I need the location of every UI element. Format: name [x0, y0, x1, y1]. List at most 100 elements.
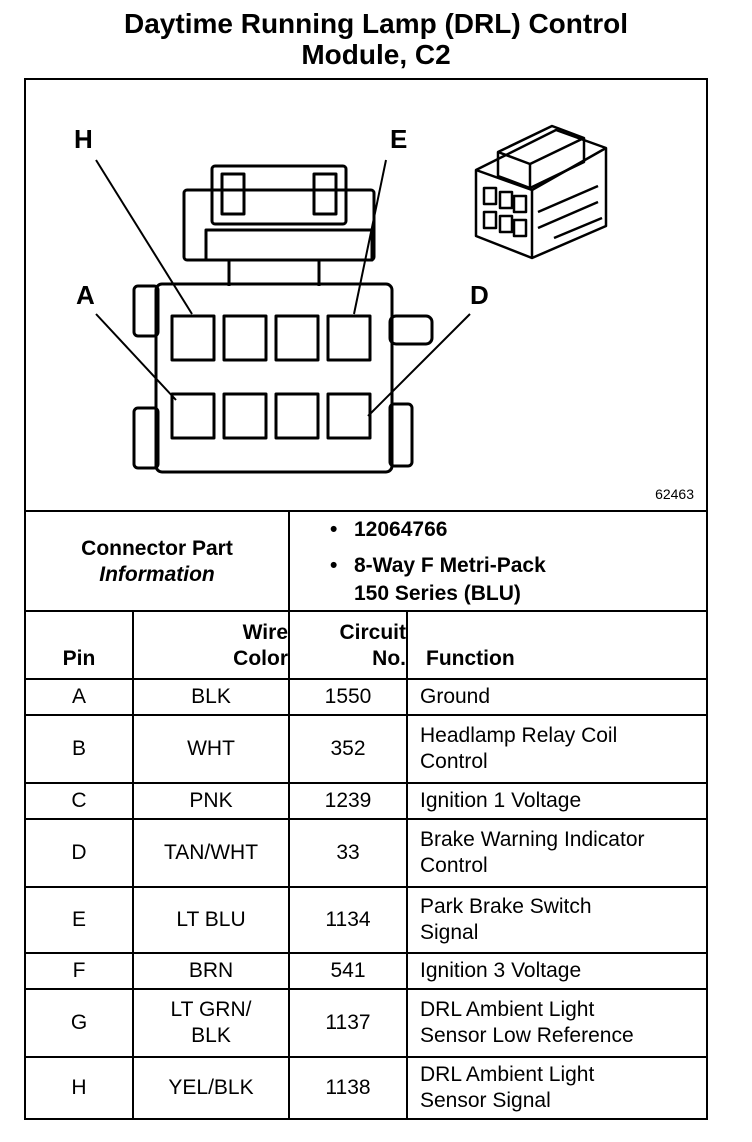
cavity-f: [274, 314, 320, 362]
connector-info-label-line1: Connector Part: [81, 537, 233, 560]
cavity-h: [170, 314, 216, 362]
cavity-e: [326, 314, 372, 362]
table-cell-line: Control: [420, 854, 488, 877]
table-cell-pin: G: [26, 990, 132, 1056]
table-cell-line: WHT: [187, 737, 235, 760]
left-ear-top: [132, 284, 160, 338]
table-cell-circuit: 541: [290, 954, 406, 988]
table-cell-text: C: [71, 788, 86, 814]
pin-label-h: H: [74, 124, 93, 154]
table-cell-text: B: [72, 736, 86, 762]
table-cell-line: A: [71, 685, 86, 708]
title-line-2: Module, C2: [301, 39, 451, 70]
rule-row-f: [24, 988, 708, 990]
header-circuit-line1: Circuit: [339, 621, 406, 644]
header-wire-color-line1: Wire: [242, 621, 288, 644]
table-cell-function: Ignition 1 Voltage: [408, 784, 708, 818]
connector-diagram: H E A D 62463: [24, 78, 708, 510]
table-cell-line: Ignition 1 Voltage: [420, 789, 582, 812]
table-cell-wire: LT GRN/BLK: [134, 990, 288, 1056]
connector-part-number: 12064766: [330, 516, 546, 544]
table-cell-line: 1134: [325, 908, 371, 931]
table-cell-text: 1550: [325, 684, 372, 710]
table-cell-line: YEL/BLK: [168, 1076, 254, 1099]
page-title: Daytime Running Lamp (DRL) Control Modul…: [0, 8, 752, 70]
leader-e: [353, 159, 387, 315]
table-cell-line: BLK: [191, 1024, 231, 1047]
cavity-c: [274, 392, 320, 440]
table-cell-line: Sensor Signal: [420, 1089, 551, 1112]
table-cell-line: Control: [420, 750, 488, 773]
left-ear-bottom: [132, 406, 160, 470]
connector-info-label-line2: Information: [99, 563, 215, 586]
connector-series: 150 Series (BLU): [354, 582, 521, 605]
table-cell-line: B: [71, 737, 86, 760]
table-cell-line: C: [71, 789, 87, 812]
connector-info-label: Connector Part Information: [26, 512, 288, 612]
table-cell-text: F: [73, 958, 86, 984]
table-cell-text: 352: [330, 736, 365, 762]
table-cell-line: LT BLU: [176, 908, 246, 931]
header-circuit-no: Circuit No.: [290, 612, 406, 678]
table-cell-line: Ground: [420, 685, 491, 708]
table-cell-pin: A: [26, 680, 132, 714]
table-cell-pin: D: [26, 820, 132, 886]
table-cell-text: E: [72, 907, 86, 933]
table-cell-text: PNK: [189, 788, 232, 814]
table-cell-text: G: [71, 1010, 87, 1036]
table-cell-line: Brake Warning Indicator: [420, 828, 645, 851]
table-cell-text: Ignition 3 Voltage: [420, 958, 581, 984]
table-cell-text: 1137: [325, 1010, 370, 1036]
rule-row-d: [24, 886, 708, 888]
table-cell-text: BRN: [189, 958, 233, 984]
table-cell-line: G: [70, 1011, 88, 1034]
table-cell-line: 33: [336, 841, 360, 864]
table-cell-text: 1138: [325, 1075, 370, 1101]
table-cell-line: TAN/WHT: [163, 841, 259, 864]
rule-diagram-bottom: [24, 510, 708, 512]
table-cell-line: 1550: [324, 685, 372, 708]
table-cell-line: Signal: [420, 921, 479, 944]
table-cell-text: Ignition 1 Voltage: [420, 788, 581, 814]
rule-row-b: [24, 782, 708, 784]
table-cell-line: DRL Ambient Light: [420, 998, 595, 1021]
table-cell-circuit: 352: [290, 716, 406, 782]
table-cell-line: BLK: [191, 685, 231, 708]
table-cell-text: TAN/WHT: [164, 840, 258, 866]
rule-row-a: [24, 714, 708, 716]
table-cell-text: 541: [330, 958, 365, 984]
rule-col-1: [132, 610, 134, 1120]
table-cell-text: BLK: [191, 684, 231, 710]
pin-label-a: A: [76, 280, 95, 310]
table-cell-wire: BRN: [134, 954, 288, 988]
latch-tab: [210, 164, 348, 226]
table-cell-text: A: [72, 684, 86, 710]
pin-label-e: E: [390, 124, 408, 154]
table-cell-line: E: [71, 908, 86, 931]
table-cell-line: H: [71, 1076, 87, 1099]
connector-info-list: 12064766 8-Way F Metri-Pack 150 Series (…: [330, 516, 546, 608]
table-cell-line: PNK: [189, 789, 233, 812]
header-circuit-line2: No.: [372, 647, 406, 670]
table-cell-text: 1239: [325, 788, 372, 814]
table-cell-circuit: 1137: [290, 990, 406, 1056]
drawing-number: 62463: [655, 486, 694, 502]
table-cell-text: 1134: [325, 907, 370, 933]
header-pin: Pin: [26, 612, 132, 678]
leader-h: [95, 159, 193, 315]
table-cell-circuit: 1138: [290, 1058, 406, 1118]
rule-info-bottom: [24, 610, 708, 612]
cavity-g: [222, 314, 268, 362]
cavity-a: [170, 392, 216, 440]
table-cell-line: D: [71, 841, 87, 864]
rule-row-c: [24, 818, 708, 820]
table-cell-circuit: 1134: [290, 888, 406, 952]
rule-header-bottom: [24, 678, 708, 680]
table-cell-text: LT BLU: [176, 907, 245, 933]
header-function: Function: [408, 612, 708, 678]
table-cell-text: 33: [336, 840, 359, 866]
